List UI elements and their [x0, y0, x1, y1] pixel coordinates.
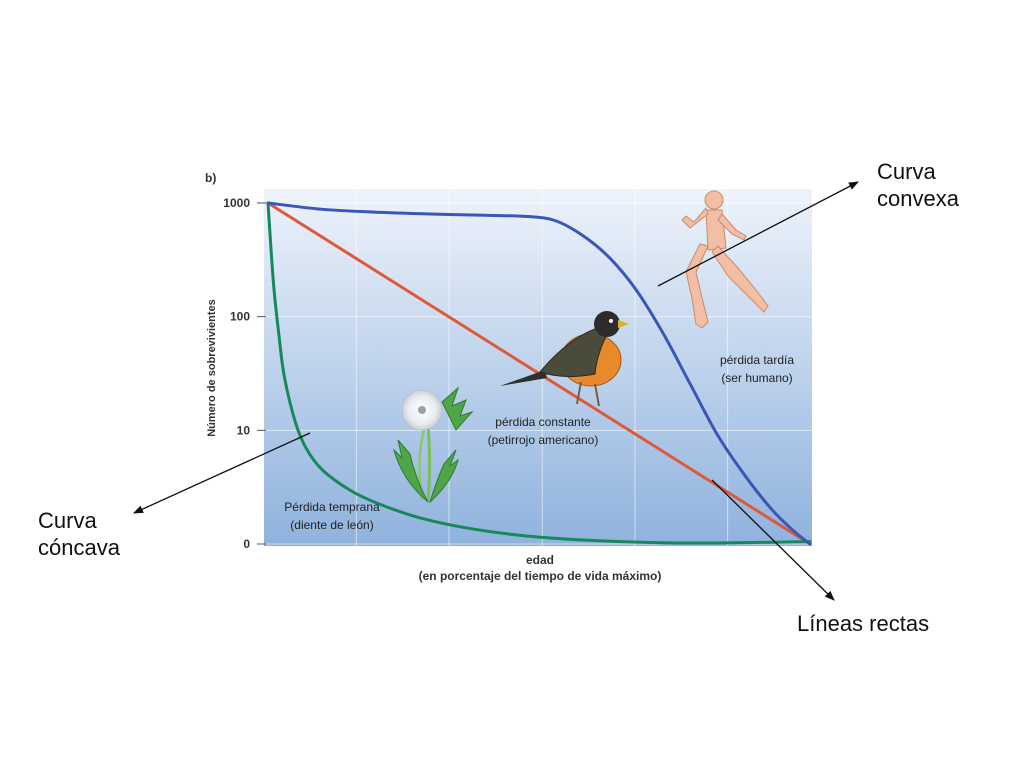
series-label-constant-sub: (petirrojo americano) [488, 433, 599, 447]
y-tick-label: 0 [243, 537, 250, 551]
x-axis-sublabel: (en porcentaje del tiempo de vida máximo… [419, 569, 662, 583]
callout-convex-curve: Curva convexa [877, 158, 1007, 212]
callout-convex-line2: convexa [877, 186, 959, 211]
panel-label: b) [205, 171, 216, 185]
callout-concave-line2: cóncava [38, 535, 120, 560]
arrow-convex [657, 181, 859, 287]
arrow-concave [133, 432, 311, 514]
series-line-early [266, 201, 812, 545]
dandelion-icon [393, 386, 474, 504]
series-label-constant: pérdida constante [495, 415, 591, 429]
y-tick-label: 1000 [223, 196, 250, 210]
callout-concave-line1: Curva [38, 508, 97, 533]
series-line-late [266, 201, 812, 546]
series-label-early-sub: (diente de león) [290, 518, 373, 532]
callout-straight-text: Líneas rectas [797, 611, 930, 636]
series-label-late-sub: (ser humano) [721, 371, 792, 385]
running-human-icon [681, 190, 769, 329]
callout-concave-curve: Curva cóncava [38, 507, 168, 561]
series-label-late: pérdida tardía [720, 353, 794, 367]
x-axis-label: edad [526, 553, 554, 567]
y-axis-label: Número de sobrevivientes [206, 299, 218, 437]
callout-straight-lines: Líneas rectas [797, 610, 997, 637]
series-labels: pérdida tardía (ser humano) pérdida cons… [284, 353, 794, 532]
series-label-early: Pérdida temprana [284, 500, 380, 514]
y-tick-label: 100 [230, 310, 250, 324]
y-tick-label: 10 [237, 423, 251, 437]
arrow-straight [711, 479, 835, 601]
callout-convex-line1: Curva [877, 159, 936, 184]
robin-bird-icon [500, 311, 629, 407]
